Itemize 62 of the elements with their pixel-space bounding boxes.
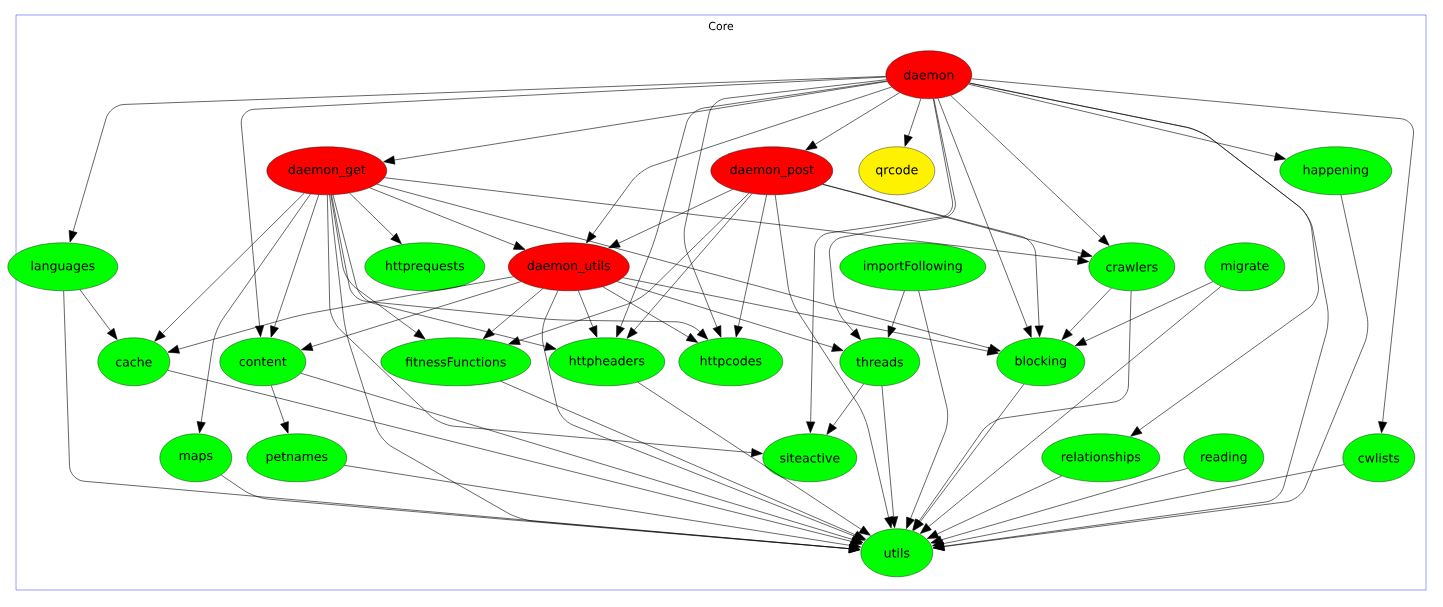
arrow <box>774 194 893 529</box>
arrow <box>1061 287 1112 341</box>
arrow <box>683 79 887 338</box>
arrow <box>602 286 698 343</box>
arrow <box>327 194 763 458</box>
arrow <box>300 372 864 544</box>
arrow <box>616 281 844 352</box>
arrow <box>154 192 305 342</box>
arrow <box>912 290 1132 531</box>
arrow <box>220 474 861 554</box>
arrow <box>542 290 866 541</box>
arrow <box>483 288 544 339</box>
arrow <box>906 290 948 529</box>
arrow <box>887 290 905 338</box>
arrow <box>1074 281 1214 347</box>
arrow <box>826 383 864 435</box>
arrow <box>937 98 1032 338</box>
arrow <box>637 381 871 536</box>
arrow <box>240 76 887 338</box>
arrow <box>622 277 999 356</box>
arrow <box>376 183 1001 353</box>
arrow <box>167 276 514 354</box>
arrow <box>950 95 1110 246</box>
arrow <box>578 290 598 338</box>
arrow <box>806 98 953 434</box>
arrow <box>330 194 426 340</box>
arrow <box>913 383 1025 531</box>
arrow <box>927 475 1063 539</box>
arrow <box>500 380 866 540</box>
arrow <box>301 281 522 351</box>
arrow <box>734 194 767 338</box>
arrow <box>270 385 289 434</box>
arrow <box>508 192 750 345</box>
arrow <box>968 83 1286 161</box>
arrow <box>930 468 1188 545</box>
arrow <box>822 183 1044 338</box>
arrow <box>68 76 886 243</box>
arrow <box>932 464 1345 549</box>
arrow <box>920 286 1222 534</box>
arrow <box>626 193 753 339</box>
arrow <box>384 177 1089 265</box>
arrow <box>616 80 888 338</box>
arrow <box>805 92 900 151</box>
arrow <box>167 369 863 546</box>
arrow <box>904 98 922 147</box>
arrow <box>196 193 311 434</box>
arrow <box>822 184 1093 258</box>
arrow <box>331 194 709 340</box>
arrow <box>79 289 118 340</box>
arrow <box>344 465 862 550</box>
arrow <box>270 194 320 338</box>
arrow <box>932 194 1369 552</box>
arrow <box>586 86 892 244</box>
arrow <box>971 78 1414 434</box>
arrow <box>608 189 733 249</box>
arrow <box>332 194 557 351</box>
arrow <box>829 98 956 340</box>
arrow <box>932 82 1329 551</box>
arrow <box>349 192 402 245</box>
arrow <box>369 187 526 250</box>
arrow <box>881 385 899 529</box>
arrow <box>383 81 888 165</box>
